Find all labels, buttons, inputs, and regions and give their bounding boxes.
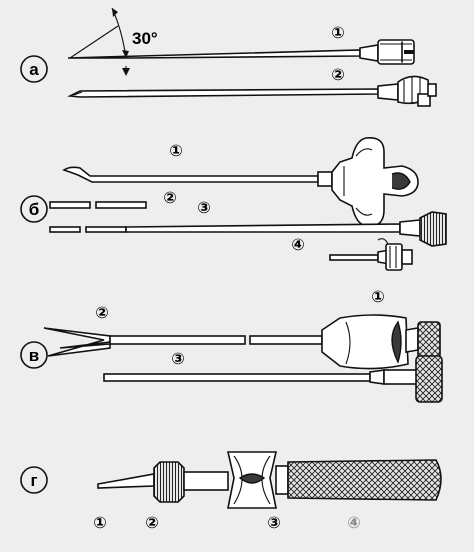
label-g3: ③ <box>267 515 281 532</box>
label-b3-text: ③ <box>197 200 211 217</box>
angle-label: 30° <box>132 29 158 48</box>
label-v2-text: ② <box>95 305 109 322</box>
section-g: г ① ② ③ ④ <box>20 451 442 532</box>
part-b4 <box>329 238 413 271</box>
needle-a2 <box>67 75 437 107</box>
needle-a1 <box>67 39 415 65</box>
label-v1: ① <box>371 289 385 306</box>
label-b2-text: ② <box>163 190 177 207</box>
section-g-letter: г <box>30 471 37 490</box>
section-v: в ① ② ③ <box>20 289 443 403</box>
section-v-letter: в <box>29 346 39 365</box>
label-a1: ① <box>331 25 345 42</box>
needle-v1 <box>43 314 441 370</box>
section-v-letter-marker: в <box>20 341 48 369</box>
label-g1: ① <box>93 515 107 532</box>
section-a-letter: а <box>29 60 39 79</box>
label-g1-text: ① <box>93 515 107 532</box>
label-v1-text: ① <box>371 289 385 306</box>
label-v3: ③ <box>171 351 185 368</box>
label-b1-text: ① <box>169 143 183 160</box>
label-a2: ② <box>331 67 345 84</box>
needle-b3 <box>49 211 447 247</box>
label-v3-text: ③ <box>171 351 185 368</box>
instrument-g <box>97 451 442 509</box>
needle-v3 <box>103 355 443 403</box>
label-g4: ④ <box>347 515 361 532</box>
section-a-letter-marker: а <box>20 55 48 83</box>
label-a1-text: ① <box>331 25 345 42</box>
label-b2: ② <box>163 190 177 207</box>
section-b: б ① ② ③ <box>20 136 447 271</box>
label-g3-text: ③ <box>267 515 281 532</box>
label-b3: ③ <box>197 200 211 217</box>
part-b2 <box>49 201 147 209</box>
section-a: а 30° ① <box>20 7 437 107</box>
label-g2-text: ② <box>145 515 159 532</box>
label-b1: ① <box>169 143 183 160</box>
angle-annotation: 30° <box>69 7 158 76</box>
label-v2: ② <box>95 305 109 322</box>
section-g-letter-marker: г <box>20 466 48 494</box>
label-g4-text: ④ <box>347 515 361 532</box>
label-b4: ④ <box>291 237 305 254</box>
needle-b1 <box>62 136 419 227</box>
label-a2-text: ② <box>331 67 345 84</box>
section-b-letter-marker: б <box>20 195 48 223</box>
label-g2: ② <box>145 515 159 532</box>
label-b4-text: ④ <box>291 237 305 254</box>
section-b-letter: б <box>29 200 40 219</box>
